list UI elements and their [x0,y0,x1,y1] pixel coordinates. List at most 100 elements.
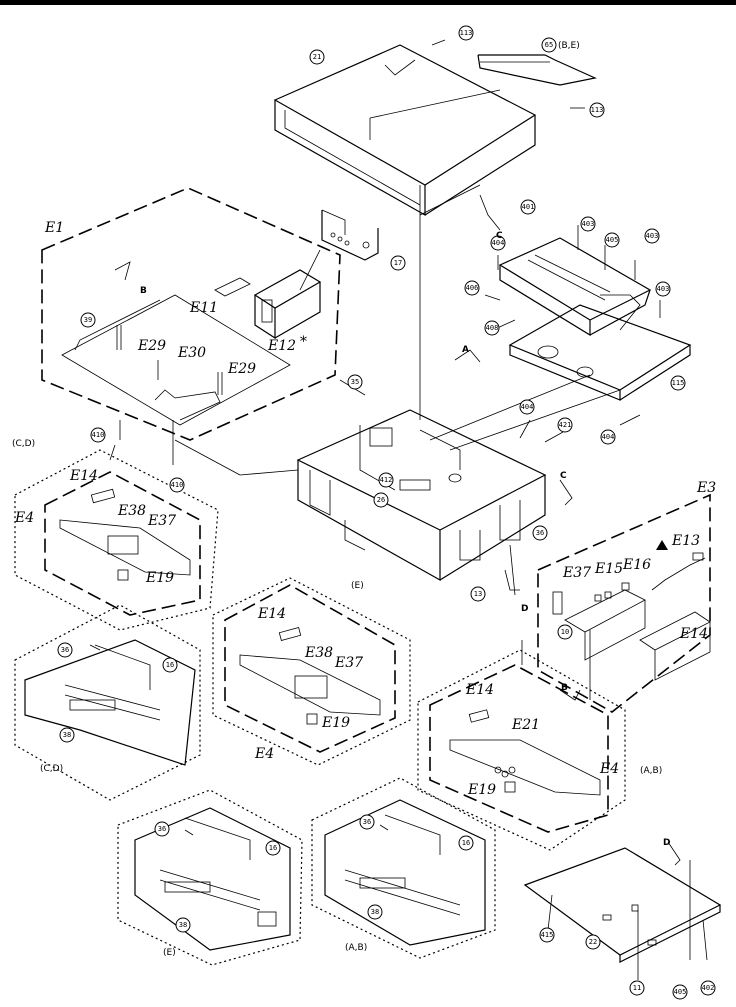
flat-cable [477,54,597,86]
svg-text:36: 36 [363,818,371,826]
svg-text:39: 39 [84,316,92,324]
front-panel-cd [14,604,201,801]
label-e12-star: * [300,334,307,350]
variant-tags: (B,E) (C,D) (E) (C,D) (A,B) (E) (A,B) [12,41,662,958]
callout-36: 36 [359,814,375,830]
svg-text:405: 405 [606,236,619,244]
svg-text:404: 404 [492,239,505,247]
svg-text:403: 403 [646,232,659,240]
label-e4: E4 [254,746,274,762]
label-e21: E21 [511,717,540,733]
callout-412: 412 [378,472,394,488]
svg-text:17: 17 [394,259,402,267]
variant-ab: (A,B) [345,943,367,953]
label-e1: E1 [44,220,64,236]
e4-group-cd [14,449,219,631]
e1-group [41,187,341,441]
label-e29: E29 [227,361,256,377]
part-labels: E1 E11 E12 * E29 E30 E29 E3 E13 E15 E16 … [14,220,716,798]
label-e30: E30 [177,345,206,361]
callout-405: 405 [672,984,688,1000]
ref-d: D [521,604,528,614]
svg-text:26: 26 [377,496,385,504]
svg-text:11: 11 [633,984,641,992]
bracket-17 [321,209,379,261]
callout-113: 113 [458,25,474,41]
svg-text:113: 113 [460,29,473,37]
callout-22: 22 [585,934,601,950]
label-e37: E37 [147,513,176,529]
callout-404: 404 [519,399,535,415]
callout-16: 16 [162,657,178,673]
label-e14: E14 [465,682,494,698]
label-e4: E4 [14,510,34,526]
callout-16: 16 [458,835,474,851]
label-e29: E29 [137,338,166,354]
deck-mechanism [498,237,692,401]
svg-text:10: 10 [561,628,569,636]
label-e11: E11 [189,300,218,316]
e12-module [214,269,322,340]
callout-115: 115 [670,375,686,391]
callout-410: 410 [169,477,185,493]
callout-415: 415 [539,927,555,943]
svg-text:113: 113 [591,106,604,114]
reference-arrows [89,194,681,866]
callout-401: 401 [520,199,536,215]
callout-404: 404 [600,429,616,445]
callout-17: 17 [390,255,406,271]
label-e37: E37 [562,565,591,581]
svg-text:408: 408 [486,324,499,332]
svg-text:13: 13 [474,590,482,598]
callout-38: 38 [175,917,191,933]
screws [109,39,708,980]
label-e19: E19 [145,570,174,586]
callout-35: 35 [347,374,363,390]
callout-36: 36 [154,821,170,837]
callout-403: 403 [580,216,596,232]
label-e37: E37 [334,655,363,671]
callout-405: 405 [604,232,620,248]
svg-text:21: 21 [313,53,321,61]
svg-text:36: 36 [536,529,544,537]
variant-cd: (C,D) [40,764,63,774]
front-panel-e [117,789,303,966]
svg-text:22: 22 [589,938,597,946]
bottom-plate [523,847,722,963]
variant-e: (E) [163,948,176,958]
svg-text:36: 36 [61,646,69,654]
callout-408: 408 [484,320,500,336]
svg-text:403: 403 [582,220,595,228]
callout-410: 410 [90,427,106,443]
ref-b: B [140,286,147,296]
label-e3: E3 [696,480,716,496]
callout-421: 421 [557,417,573,433]
svg-text:35: 35 [351,378,359,386]
svg-text:36: 36 [158,825,166,833]
svg-text:38: 38 [179,921,187,929]
label-e12: E12 [267,338,296,354]
ref-c: C [560,471,567,481]
top-cabinet-cover [273,44,537,217]
callout-404: 404 [490,235,506,251]
callout-bubbles: 113 65 113 21 17 401 403 403 404 405 406… [57,25,716,1000]
svg-text:410: 410 [171,481,184,489]
svg-text:401: 401 [522,203,535,211]
ref-d: D [663,838,670,848]
callout-11: 11 [629,980,645,996]
label-e14: E14 [69,468,98,484]
svg-text:65: 65 [545,41,553,49]
ref-c: C [496,231,503,241]
callout-26: 26 [373,492,389,508]
svg-text:38: 38 [371,908,379,916]
callout-10: 10 [557,624,573,640]
e4-group-ab [417,649,626,851]
label-e4: E4 [599,761,619,777]
reference-letters: A B C C D D B [140,231,670,848]
callout-406: 406 [464,280,480,296]
callout-403: 403 [655,281,671,297]
svg-text:38: 38 [63,731,71,739]
svg-text:406: 406 [466,284,479,292]
